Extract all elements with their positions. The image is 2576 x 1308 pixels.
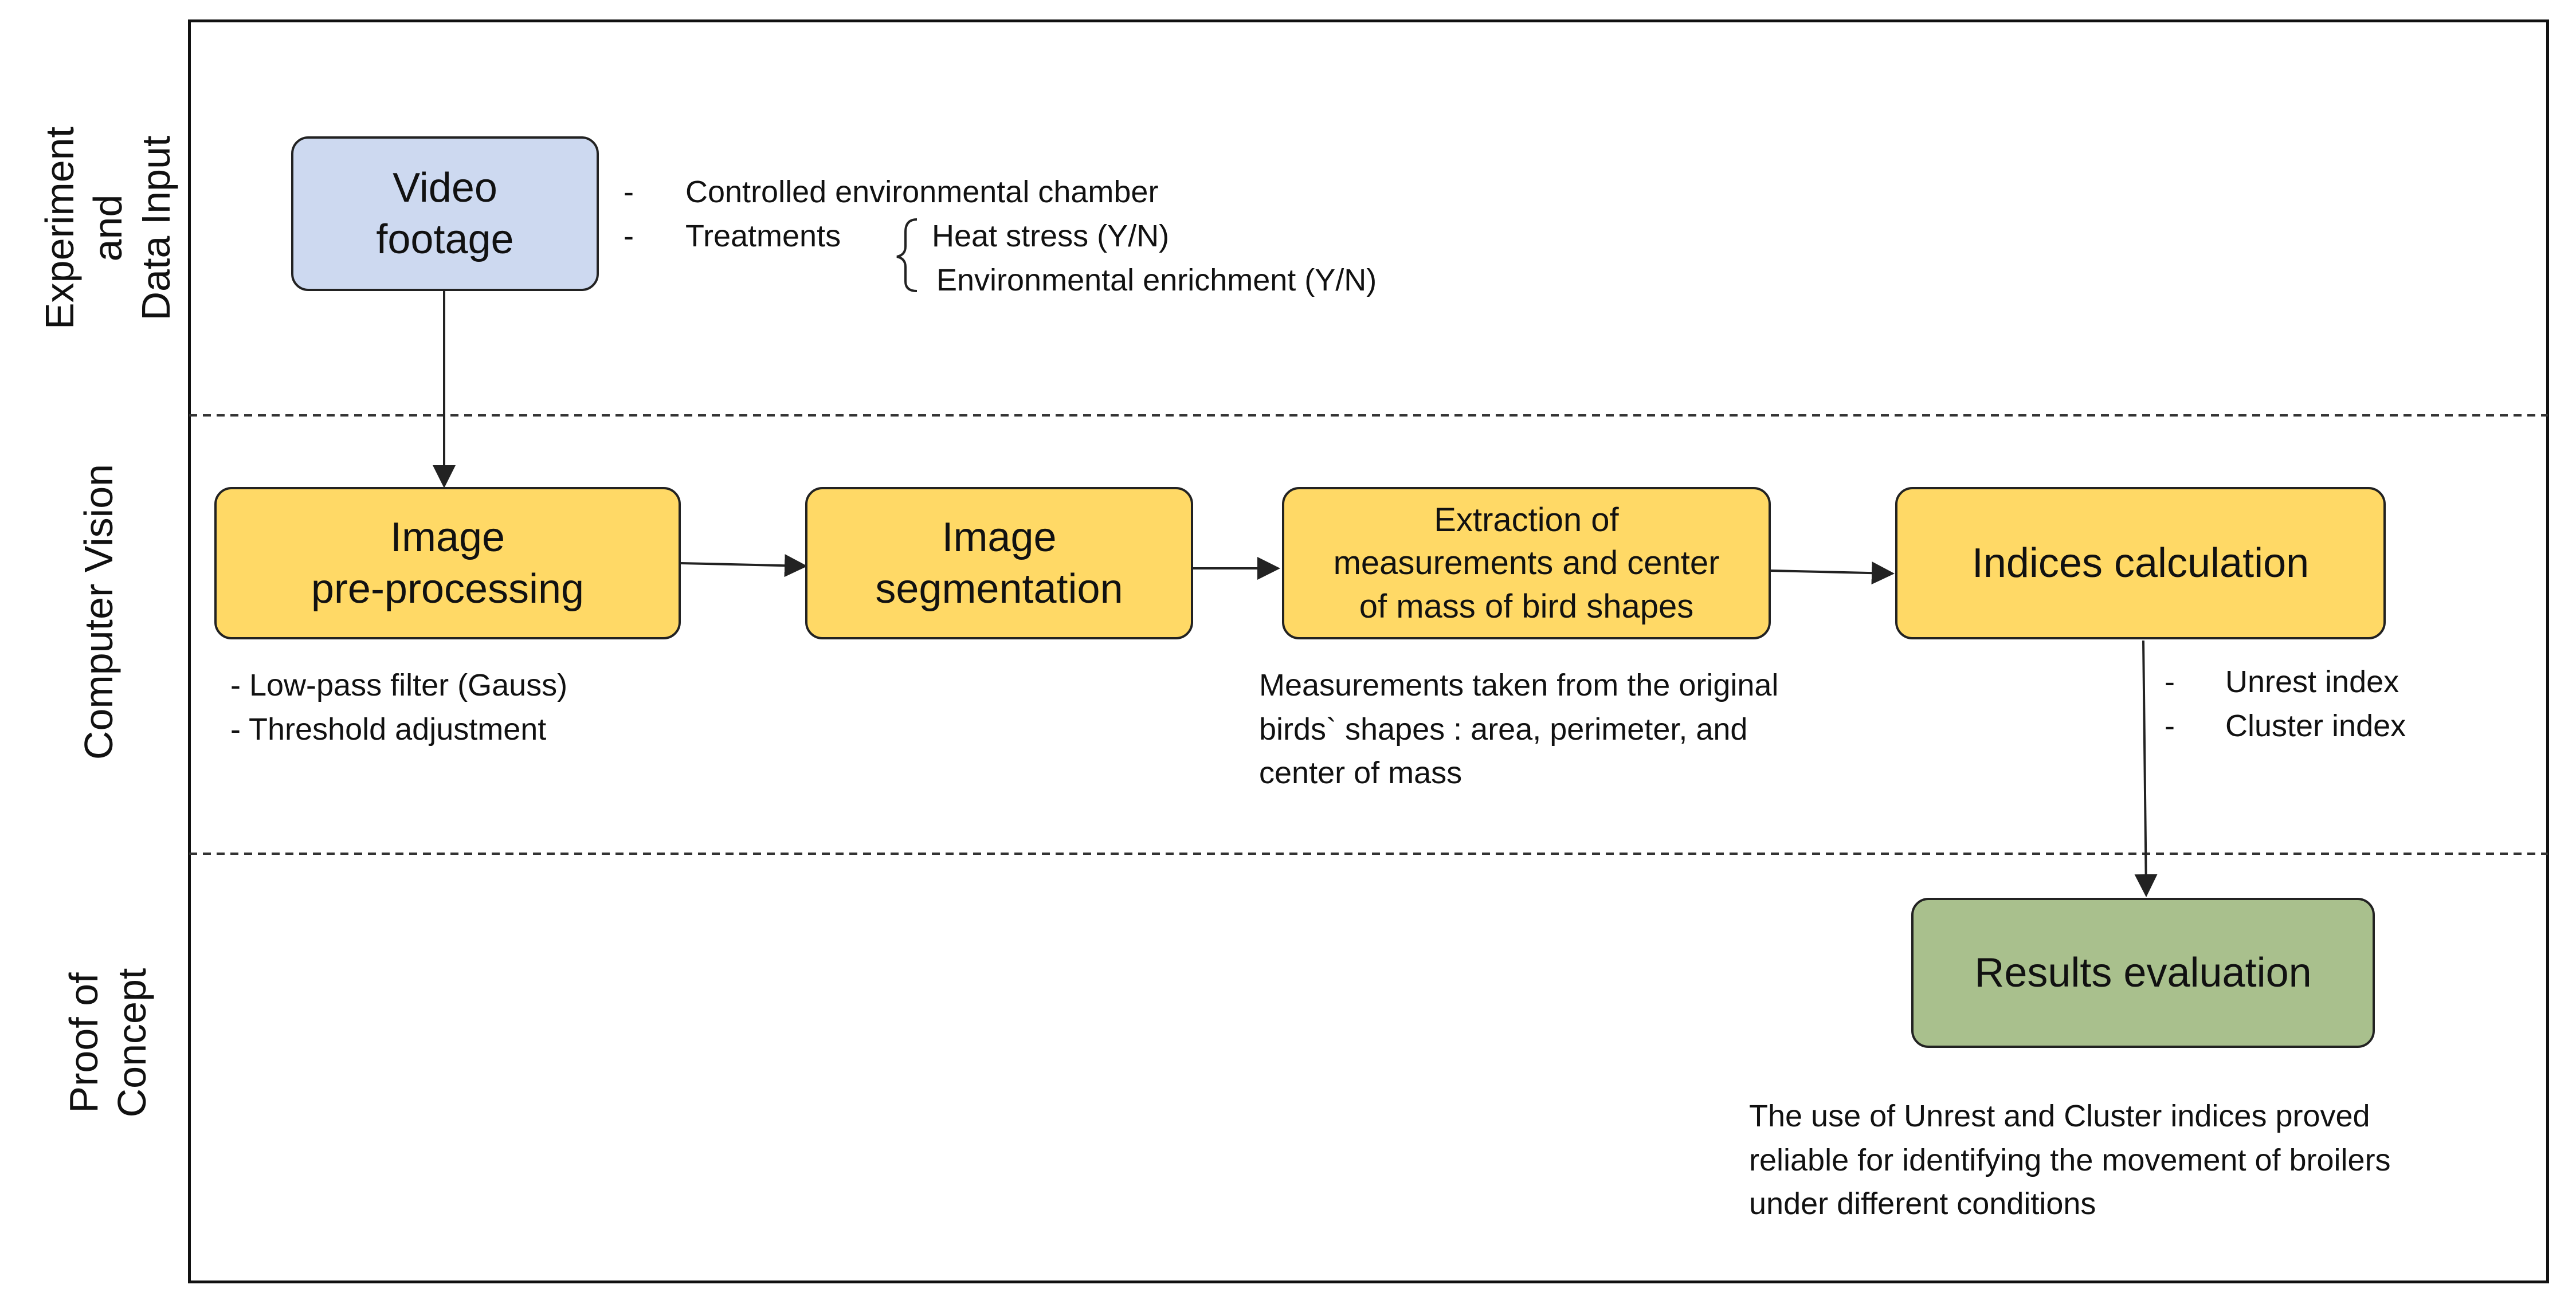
results-evaluation-box: Results evaluation [1911,898,2375,1048]
arrow-extraction-to-indices [1770,561,1895,585]
indices-note-item-2: Cluster index [2225,709,2406,743]
extraction-box: Extraction of measurements and center of… [1282,487,1771,639]
diagram-frame [188,19,2549,1283]
experiment-note-item-2: Treatments [685,219,841,253]
indices-note-dash-1: - [2165,665,2175,699]
indices-note-item-1: Unrest index [2225,665,2399,699]
experiment-note-dash-1: - [624,175,634,209]
preprocessing-notes: - Low-pass filter (Gauss) - Threshold ad… [230,668,568,747]
experiment-note-subitem-2: Environmental enrichment (Y/N) [936,263,1377,297]
image-preprocessing-box: Image pre-processing [214,487,681,639]
video-footage-box: Video footage [291,136,599,291]
indices-note-dash-2: - [2165,709,2175,743]
experiment-note-item-1: Controlled environmental chamber [685,175,1159,209]
experiment-note-subitem-1: Heat stress (Y/N) [932,219,1170,253]
treatments-brace [896,218,918,292]
extraction-notes: Measurements taken from the original bir… [1259,668,1779,791]
arrow-preprocessing-to-segmentation [680,554,807,578]
arrow-indices-to-results [2134,640,2158,897]
results-notes: The use of Unrest and Cluster indices pr… [1749,1099,2391,1221]
indices-calculation-box: Indices calculation [1895,487,2386,639]
image-segmentation-box: Image segmentation [805,487,1193,639]
experiment-note-dash-2: - [624,219,634,253]
